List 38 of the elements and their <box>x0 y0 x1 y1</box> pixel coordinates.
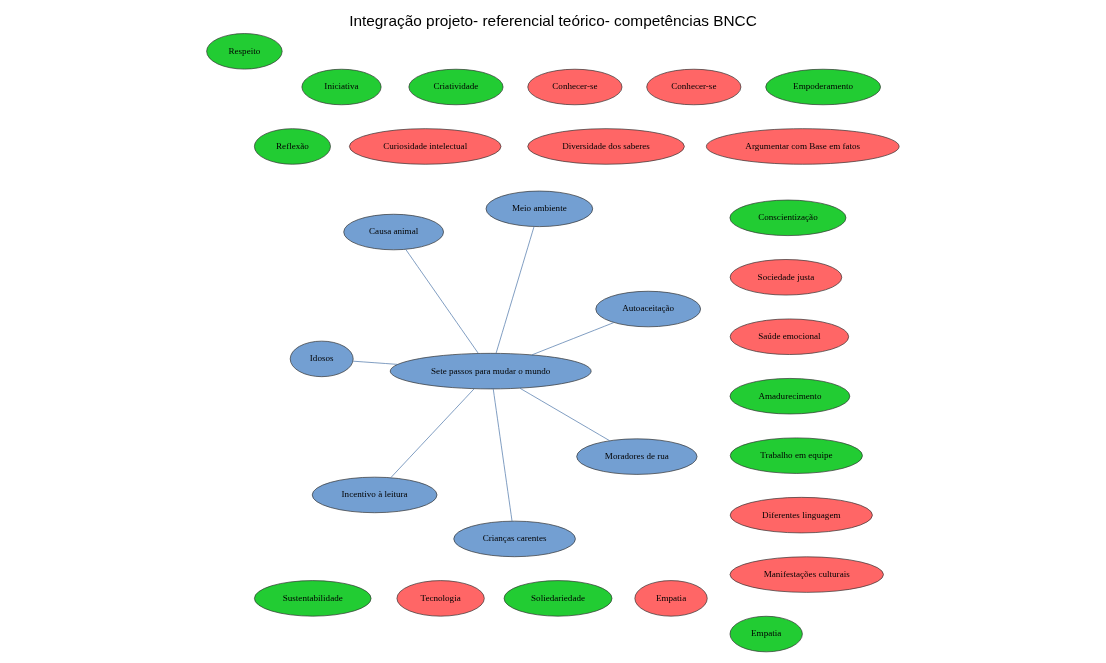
connector <box>531 322 615 356</box>
node-ellipse: Trabalho em equipe <box>729 437 863 474</box>
node-ellipse: Curiosidade intelectual <box>349 128 502 165</box>
node-ellipse: Amadurecimento <box>729 378 851 415</box>
node-ellipse: Sete passos para mudar o mundo <box>389 353 592 390</box>
node-ellipse: Criatividade <box>408 68 504 106</box>
node-ellipse: Sustentabilidade <box>254 580 372 617</box>
node-ellipse: Crianças carentes <box>453 520 576 558</box>
connector <box>352 360 398 365</box>
node-ellipse: Causa animal <box>343 213 444 251</box>
node-ellipse: Saúde emocional <box>729 318 850 355</box>
node-ellipse: Conscientização <box>729 199 847 236</box>
node-ellipse: Incentivo à leitura <box>311 476 438 514</box>
connector <box>492 388 513 522</box>
node-ellipse: Manifestações culturais <box>729 556 884 593</box>
node-ellipse: Sociedade justa <box>729 259 843 296</box>
node-ellipse: Diferentes linguagem <box>729 497 873 534</box>
node-ellipse: Empatia <box>729 615 803 653</box>
connector <box>390 388 475 478</box>
node-ellipse: Idosos <box>289 340 354 378</box>
node-ellipse: Iniciativa <box>301 68 382 106</box>
node-ellipse: Conhecer-se <box>646 68 742 106</box>
node-ellipse: Empoderamento <box>765 68 881 106</box>
connector <box>519 387 610 442</box>
node-ellipse: Soliedariedade <box>503 580 613 617</box>
node-ellipse: Conhecer-se <box>527 68 623 106</box>
node-ellipse: Meio ambiente <box>485 190 594 227</box>
connector <box>495 226 535 354</box>
node-ellipse: Argumentar com Base em fatos <box>706 128 900 165</box>
node-ellipse: Tecnologia <box>396 580 485 617</box>
node-ellipse: Reflexão <box>254 128 331 165</box>
connector <box>405 249 479 354</box>
node-ellipse: Empatia <box>634 580 708 617</box>
node-ellipse: Diversidade dos saberes <box>527 128 685 165</box>
diagram-title: Integração projeto- referencial teórico- competências BNCC <box>349 12 757 30</box>
node-ellipse: Autoaceitação <box>595 290 701 328</box>
node-ellipse: Moradores de rua <box>576 438 698 475</box>
node-ellipse: Respeito <box>206 33 283 70</box>
